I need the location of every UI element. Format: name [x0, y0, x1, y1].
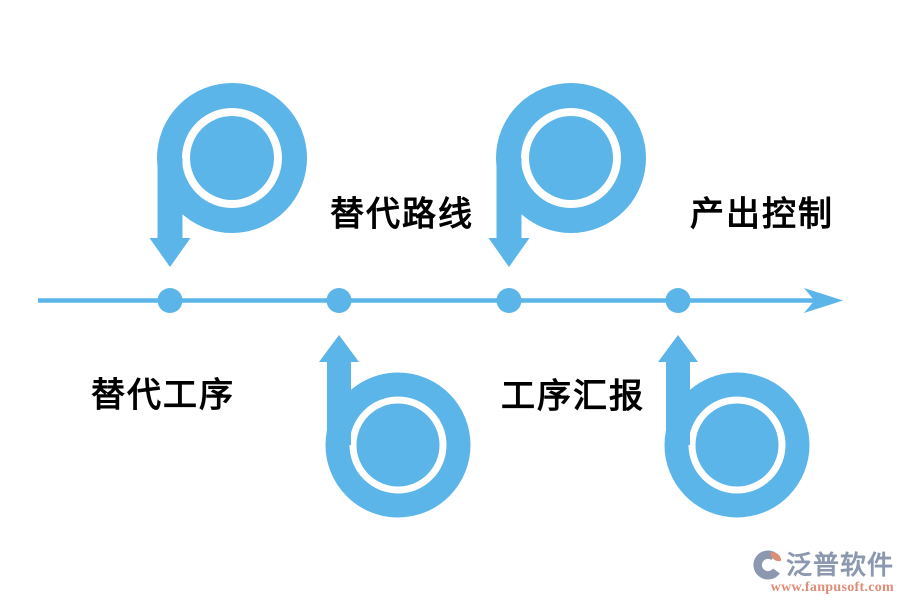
milestone-dot-3 — [496, 288, 522, 313]
logo-crescent — [753, 550, 780, 580]
down-loop-arrow-1 — [150, 96, 295, 268]
up-loop-arrow-1 — [319, 335, 459, 506]
watermark-brand-name: 泛普软件 — [785, 549, 894, 580]
milestone-dot-4 — [665, 288, 691, 313]
watermark: 泛普软件 www.fanpusoft.com — [753, 550, 894, 595]
label-process-report: 工序汇报 — [501, 377, 645, 416]
logo-leaf — [770, 552, 782, 562]
down-loop-arrow-2 — [489, 96, 634, 268]
watermark-url: www.fanpusoft.com — [770, 580, 894, 595]
watermark-brand-row: 泛普软件 — [753, 550, 894, 580]
label-output-control: 产出控制 — [690, 195, 834, 234]
fanpu-logo-icon — [753, 550, 782, 580]
label-alternate-route: 替代路线 — [330, 195, 474, 234]
milestone-dot-1 — [157, 288, 183, 313]
up-loop-arrow-2 — [658, 335, 798, 506]
timeline-arrowhead-icon — [804, 288, 843, 313]
label-alternate-process: 替代工序 — [91, 376, 235, 415]
milestone-dot-2 — [326, 288, 352, 313]
